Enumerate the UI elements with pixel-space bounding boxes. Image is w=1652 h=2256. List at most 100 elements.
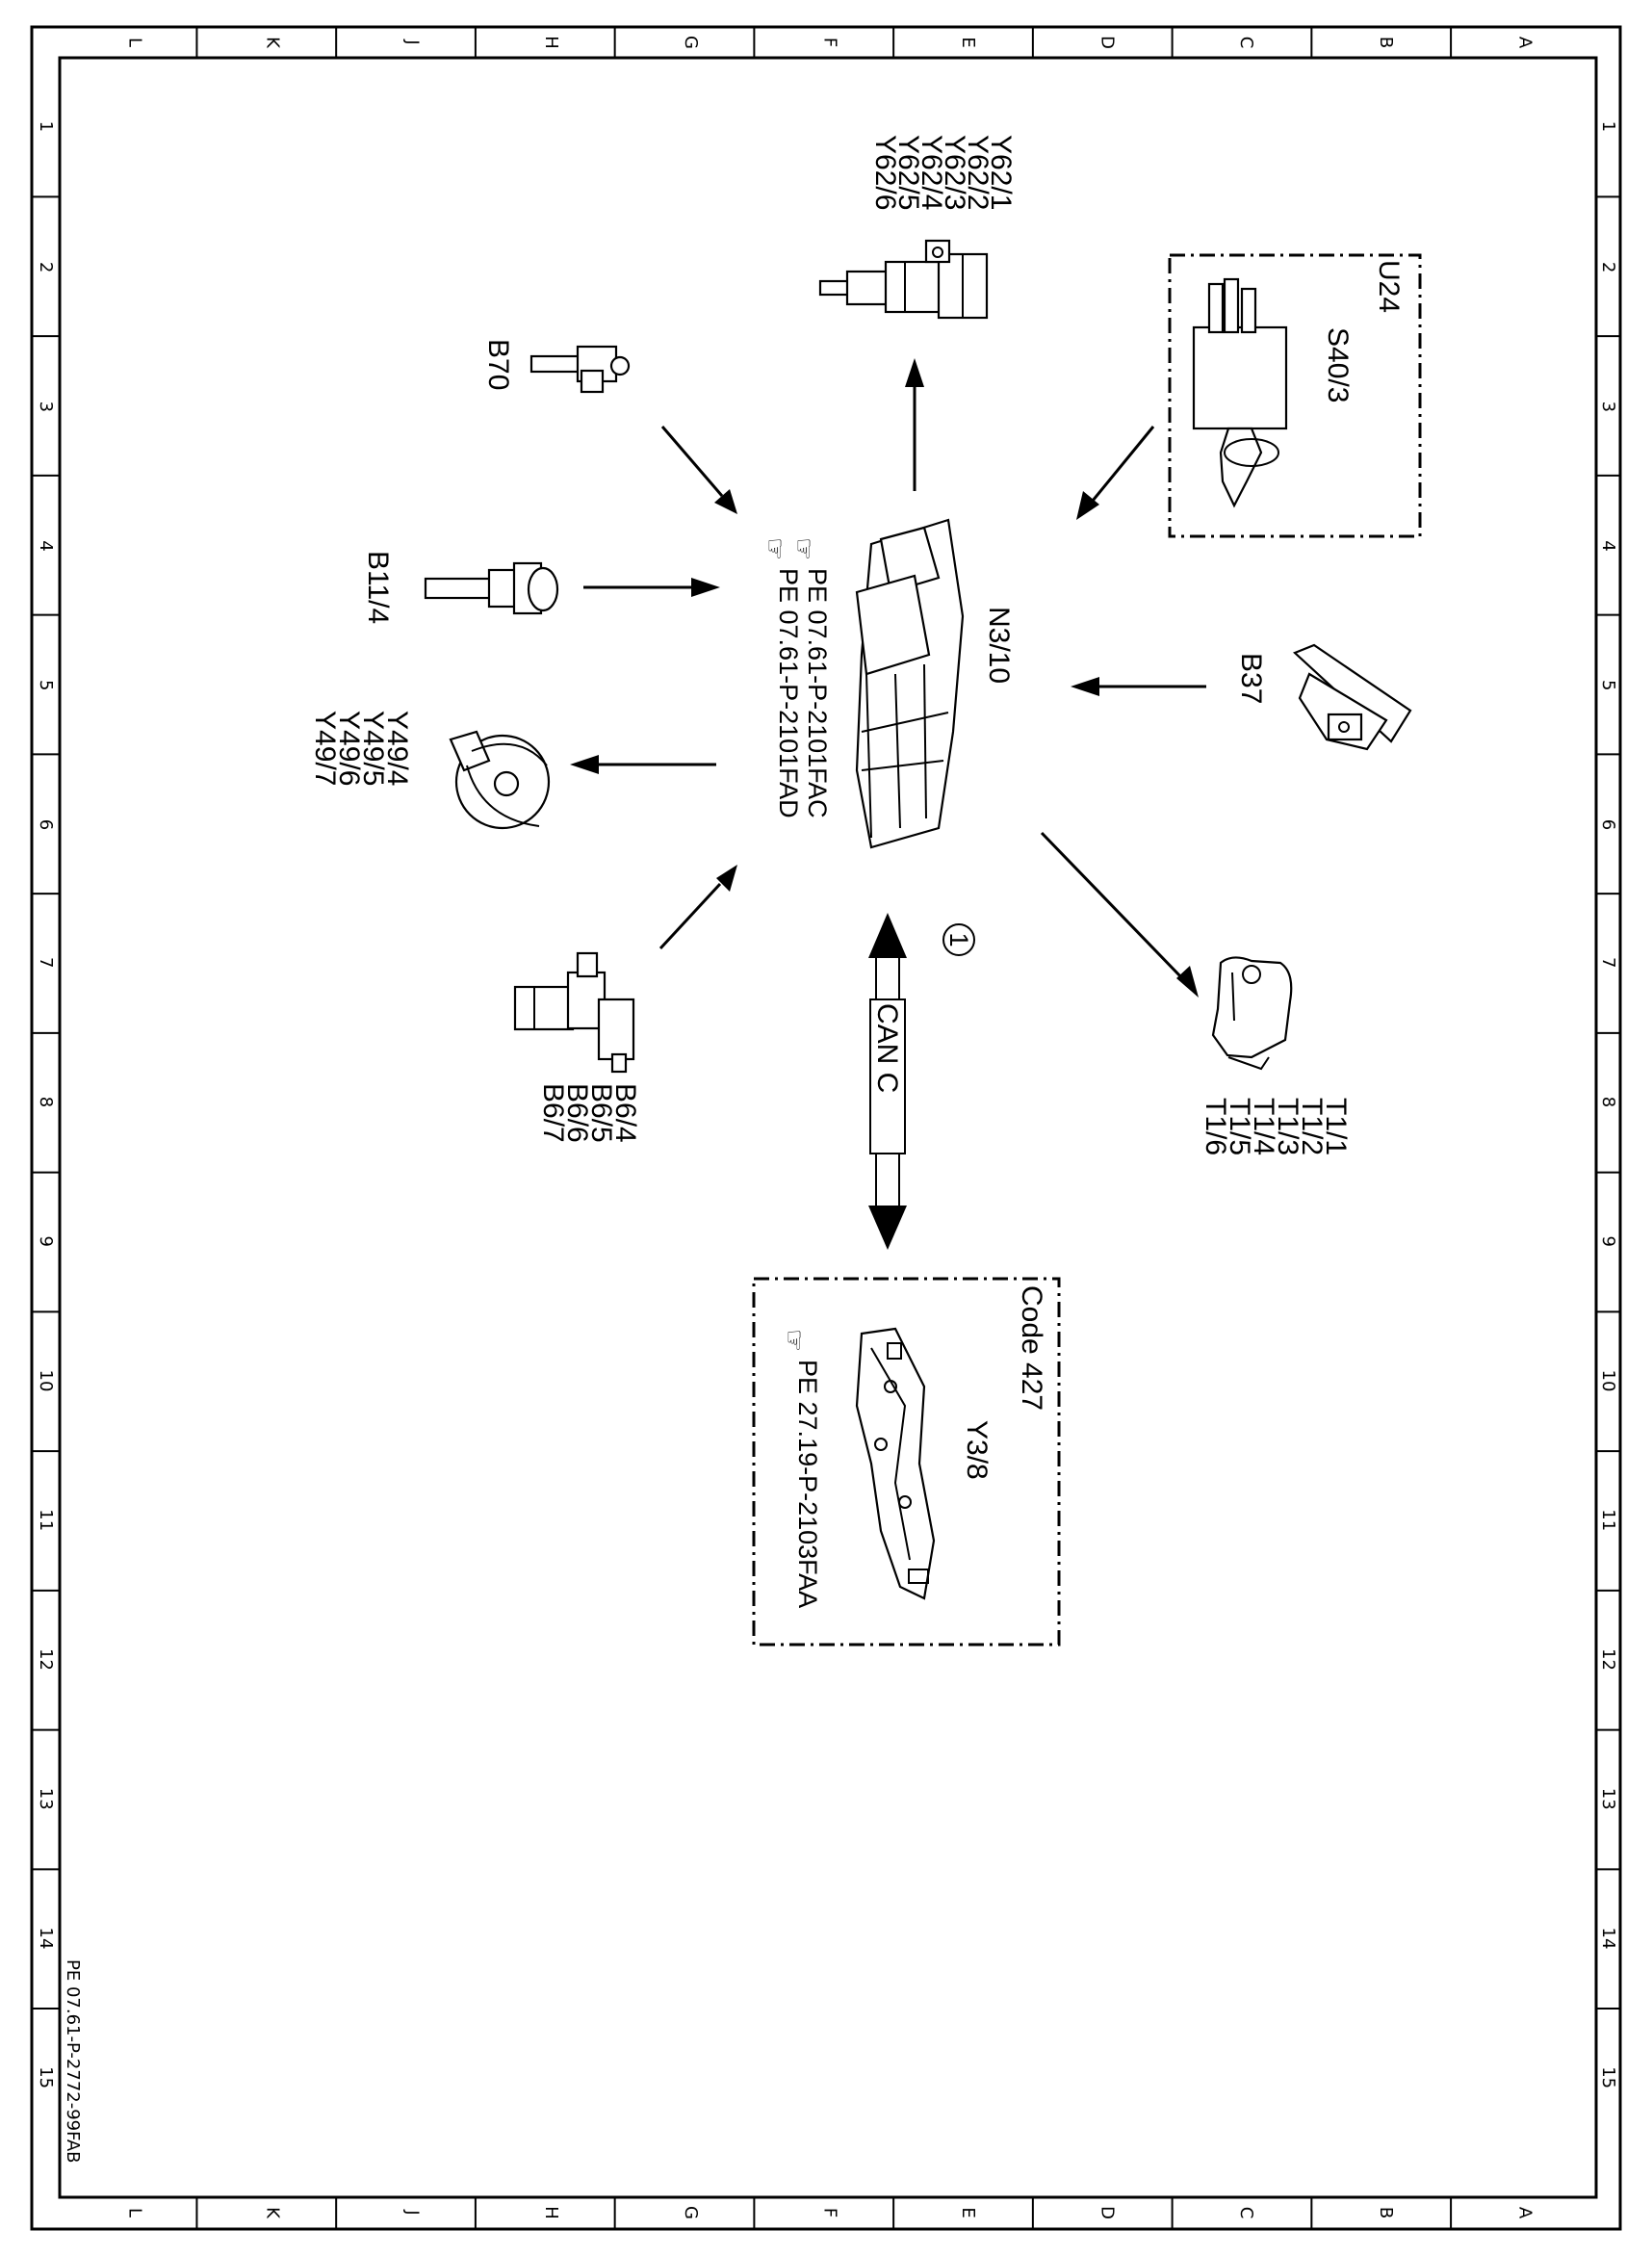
- n3-10-document-refs: PE 07.61-P-2101FAC PE 07.61-P-2101FAD ☞ …: [761, 537, 832, 818]
- grid-row-label: 5: [1598, 680, 1618, 690]
- grid-row-label: 10: [1598, 1370, 1618, 1392]
- grid-row-label: 6: [36, 819, 56, 830]
- grid-row-label: 15: [36, 2066, 56, 2088]
- u24-box: [1168, 253, 1422, 538]
- n3-10-control-unit: [855, 518, 965, 849]
- grid-column-label: F: [820, 2208, 840, 2217]
- grid-row-label: 7: [1598, 957, 1618, 968]
- valve-body-icon: [855, 1327, 936, 1600]
- grid-row-label: 9: [1598, 1236, 1618, 1247]
- inner-frame: [58, 56, 1598, 2199]
- b70-label: B70: [482, 339, 514, 390]
- injector-label: Y62/2: [962, 135, 994, 210]
- grid-row-label: 14: [1598, 1927, 1618, 1949]
- grid-column-label: J: [401, 2209, 422, 2215]
- injector-label: Y62/1: [985, 135, 1017, 210]
- t1-label: T1/6: [1200, 1098, 1231, 1155]
- grid-column-label: E: [958, 2207, 978, 2217]
- grid-column-label: K: [263, 2207, 283, 2219]
- signal-arrows: [570, 358, 1206, 998]
- crankshaft-sensor-icon: [529, 345, 631, 394]
- grid-row-label: 14: [36, 1927, 56, 1949]
- grid-row-label: 9: [36, 1236, 56, 1247]
- grid-column-label: H: [541, 36, 561, 49]
- grid-column-label: E: [958, 37, 978, 47]
- t1-label: T1/1: [1320, 1098, 1352, 1155]
- grid-row-label: 4: [36, 540, 56, 551]
- grid-row-label: 12: [36, 1648, 56, 1671]
- grid-column-label: F: [820, 38, 840, 47]
- row-ticks: [32, 195, 1620, 2010]
- column-ticks: [195, 27, 1453, 2229]
- n3-10-ref-2: PE 07.61-P-2101FAD: [774, 568, 803, 818]
- grid-column-label: L: [124, 2208, 144, 2217]
- u24-label: U24: [1373, 260, 1405, 313]
- b11-4-label: B11/4: [362, 551, 394, 624]
- t1-label: T1/5: [1224, 1098, 1255, 1155]
- grid-column-label: C: [1236, 2207, 1256, 2219]
- y49-label: Y49/5: [357, 711, 389, 786]
- reference-marker: [942, 923, 975, 956]
- grid-column-label: D: [1097, 2206, 1117, 2219]
- grid-row-label: 10: [36, 1370, 56, 1392]
- grid-row-label: 11: [1598, 1509, 1618, 1531]
- grid-row-label: 7: [36, 957, 56, 968]
- pointing-hand-icon: ☞: [780, 1329, 809, 1352]
- code-427-label: Code 427: [1016, 1285, 1047, 1411]
- can-c-bus: [868, 913, 907, 1250]
- pointing-hand-icon: ☞: [761, 537, 789, 560]
- grid-row-label: 1: [36, 121, 56, 132]
- accelerator-pedal-sensor-icon: [1292, 643, 1412, 751]
- sheet-code: PE 07.61-P-2772-99FAB: [63, 1959, 83, 2164]
- grid-row-label: 11: [36, 1509, 56, 1531]
- grid-column-label: G: [681, 36, 701, 49]
- fuel-pump-relay-icon: [1192, 277, 1288, 508]
- reference-marker-number: 1: [944, 932, 973, 946]
- t1-label: T1/4: [1248, 1098, 1279, 1155]
- y49-label: Y49/6: [333, 711, 365, 786]
- grid-row-label: 12: [1598, 1648, 1618, 1671]
- grid-row-label: 3: [36, 402, 56, 412]
- n3-10-ref-1: PE 07.61-P-2101FAC: [803, 568, 832, 818]
- injector-label: Y62/6: [869, 135, 901, 210]
- grid-column-label: L: [124, 38, 144, 47]
- code-427-box: [752, 1277, 1061, 1647]
- grid-column-label: D: [1097, 36, 1117, 49]
- grid-row-label: 6: [1598, 819, 1618, 830]
- grid-column-label: A: [1515, 37, 1536, 49]
- grid-row-label: 13: [1598, 1788, 1618, 1810]
- grid-row-label: 15: [1598, 2066, 1618, 2088]
- coolant-temp-sensor-icon: [424, 561, 559, 615]
- y3-8-label: Y3/8: [961, 1420, 993, 1480]
- grid-row-label: 8: [36, 1097, 56, 1107]
- b6-label: B6/5: [585, 1083, 617, 1143]
- can-c-label: CAN C: [871, 1003, 903, 1093]
- grid-row-label: 13: [36, 1788, 56, 1810]
- grid-column-label: B: [1376, 37, 1396, 48]
- grid-row-label: 5: [36, 680, 56, 690]
- n3-10-label: N3/10: [983, 607, 1015, 684]
- t1-labels: T1/1T1/2T1/3T1/4T1/5T1/6: [1200, 1098, 1352, 1155]
- injector-label: Y62/5: [892, 135, 924, 210]
- grid-column-label: A: [1515, 2207, 1536, 2219]
- s40-3-label: S40/3: [1322, 327, 1354, 402]
- grid-row-label: 1: [1598, 121, 1618, 132]
- y49-label: Y49/4: [381, 711, 413, 786]
- grid-row-label: 8: [1598, 1097, 1618, 1107]
- t1-label: T1/2: [1296, 1098, 1328, 1155]
- injector-label: Y62/3: [939, 135, 970, 210]
- grid-column-label: C: [1236, 37, 1256, 49]
- grid-row-label: 2: [36, 262, 56, 272]
- grid-row-label: 2: [1598, 262, 1618, 272]
- grid-column-label: G: [681, 2206, 701, 2219]
- camshaft-adjuster-icon: [449, 730, 551, 830]
- b6-label: B6/6: [561, 1083, 593, 1143]
- grid-column-label: K: [263, 37, 283, 49]
- t1-label: T1/3: [1272, 1098, 1304, 1155]
- grid-column-label: J: [401, 39, 422, 44]
- pointing-hand-icon: ☞: [789, 537, 818, 560]
